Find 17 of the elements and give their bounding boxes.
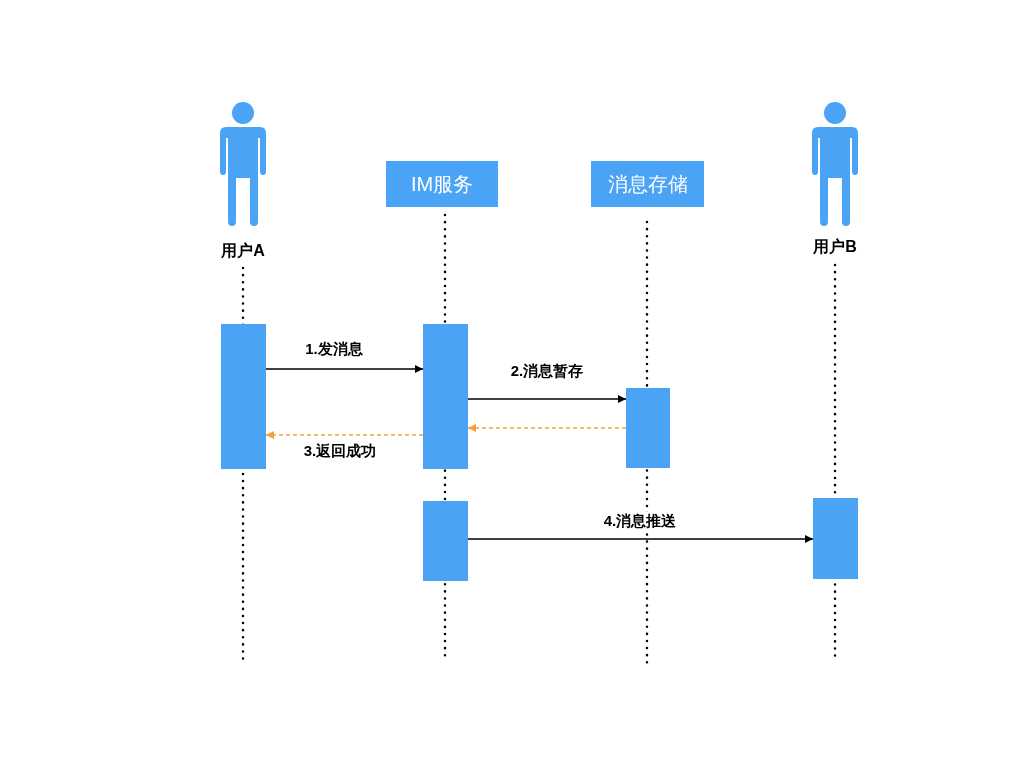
- arrow: [467, 535, 814, 543]
- actor-label: 用户B: [813, 237, 857, 257]
- activation-bar: [423, 501, 468, 581]
- arrow: [265, 365, 424, 373]
- activation-bar: [423, 324, 468, 469]
- actor-label: 用户A: [221, 241, 265, 261]
- activation-bar: [221, 324, 266, 469]
- activation-bar: [626, 388, 670, 468]
- edge-label: 2.消息暂存: [508, 362, 586, 381]
- participant-box: 消息存储: [591, 161, 704, 207]
- arrow: [265, 431, 424, 439]
- participant-box: IM服务: [386, 161, 498, 207]
- activation-bar: [813, 498, 858, 579]
- edge-label: 1.发消息: [303, 340, 365, 359]
- arrow: [467, 395, 627, 403]
- arrow: [467, 424, 627, 432]
- edge-label: 4.消息推送: [601, 512, 679, 531]
